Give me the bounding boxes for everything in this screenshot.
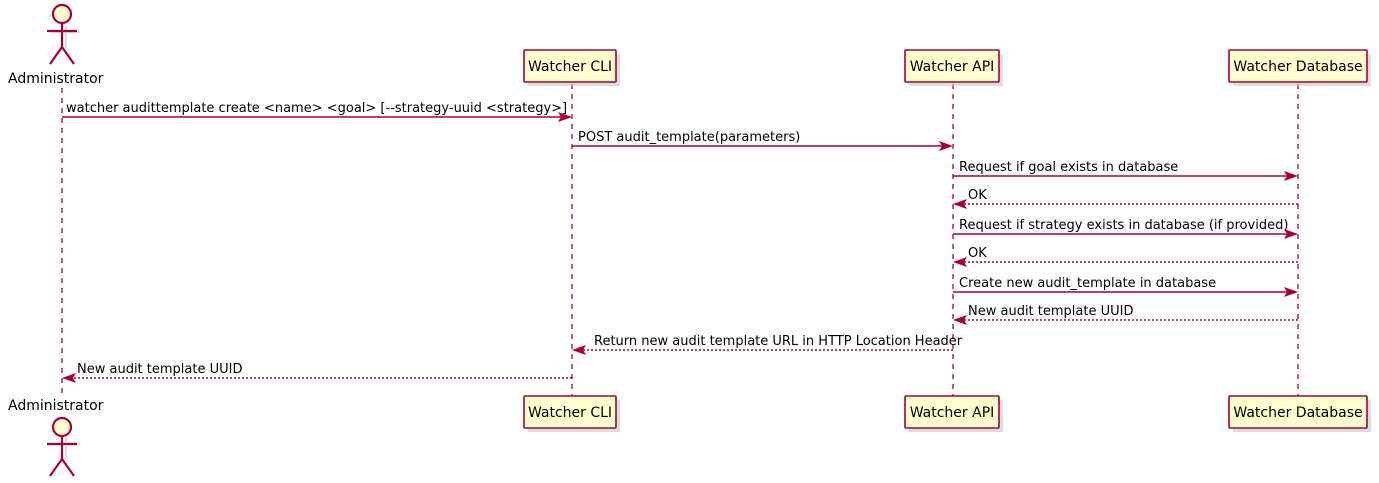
participant-box-watcher-api-top[interactable]: Watcher API	[904, 49, 1003, 86]
participant-label-watcher-database-top: Watcher Database	[1233, 59, 1362, 75]
actor-label-administrator-top: Administrator	[8, 71, 104, 87]
participant-box-watcher-cli-bottom[interactable]: Watcher CLI	[523, 395, 620, 432]
message-3-arrowhead	[1284, 171, 1298, 181]
message-5-label: Request if strategy exists in database (…	[959, 218, 1288, 233]
message-3-label: Request if goal exists in database	[959, 160, 1178, 175]
participant-box-rect	[1228, 49, 1368, 83]
message-1-label: watcher audittemplate create <name> <goa…	[66, 101, 567, 116]
message-2-arrowhead	[939, 141, 953, 151]
actor-administrator-top[interactable]: Administrator	[8, 3, 104, 87]
actor-leg-right-bottom	[61, 458, 75, 477]
message-7[interactable]: Create new audit_template in database	[953, 276, 1298, 297]
actor-shadow-bottom	[52, 438, 80, 460]
actor-head-icon-bottom	[51, 416, 73, 438]
participant-box-watcher-database-top[interactable]: Watcher Database	[1228, 49, 1371, 86]
message-3[interactable]: Request if goal exists in database	[953, 160, 1298, 181]
message-4-arrowhead	[953, 199, 967, 209]
message-8[interactable]: New audit template UUID	[953, 304, 1298, 325]
message-9-label: Return new audit template URL in HTTP Lo…	[594, 334, 963, 349]
participant-label-watcher-cli-top: Watcher CLI	[528, 59, 612, 75]
participant-box-rect	[904, 395, 1000, 429]
message-6[interactable]: OK	[953, 246, 1298, 267]
actor-leg-left-bottom	[49, 458, 63, 477]
message-6-arrowhead	[953, 257, 967, 267]
actor-label-administrator-bottom: Administrator	[8, 398, 104, 414]
participant-box-watcher-database-bottom[interactable]: Watcher Database	[1228, 395, 1371, 432]
actor-administrator-bottom[interactable]: Administrator	[8, 398, 104, 477]
message-6-label: OK	[968, 246, 987, 261]
message-10[interactable]: New audit template UUID	[62, 362, 572, 383]
message-7-arrowhead	[1284, 287, 1298, 297]
message-10-label: New audit template UUID	[77, 362, 242, 377]
actor-leg-right-top	[61, 46, 75, 65]
message-9-arrowhead	[572, 345, 586, 355]
message-4-label: OK	[968, 188, 987, 203]
participant-box-rect	[904, 49, 1000, 83]
participant-box-rect	[523, 395, 617, 429]
participant-box-watcher-api-bottom[interactable]: Watcher API	[904, 395, 1003, 432]
participant-box-watcher-cli-top[interactable]: Watcher CLI	[523, 49, 620, 86]
message-5-arrowhead	[1284, 229, 1298, 239]
message-1[interactable]: watcher audittemplate create <name> <goa…	[62, 101, 572, 122]
participant-box-rect	[1228, 395, 1368, 429]
message-4[interactable]: OK	[953, 188, 1298, 209]
message-2[interactable]: POST audit_template(parameters)	[572, 130, 953, 151]
message-2-label: POST audit_template(parameters)	[578, 130, 800, 145]
actor-shadow-top	[52, 26, 80, 48]
participant-label-watcher-api-top: Watcher API	[910, 59, 995, 75]
message-7-label: Create new audit_template in database	[959, 276, 1216, 291]
lifelines	[61, 84, 1299, 396]
message-1-arrowhead	[558, 112, 572, 122]
participant-label-watcher-cli-bottom: Watcher CLI	[528, 405, 612, 421]
message-10-arrowhead	[62, 373, 76, 383]
participant-label-watcher-api-bottom: Watcher API	[910, 405, 995, 421]
message-5[interactable]: Request if strategy exists in database (…	[953, 218, 1298, 239]
participant-label-watcher-database-bottom: Watcher Database	[1233, 405, 1362, 421]
message-8-label: New audit template UUID	[968, 304, 1133, 319]
participant-box-rect	[523, 49, 617, 83]
actor-leg-left-top	[49, 46, 63, 65]
actor-head-icon-top	[51, 3, 73, 25]
message-8-arrowhead	[953, 315, 967, 325]
message-9[interactable]: Return new audit template URL in HTTP Lo…	[572, 334, 963, 355]
